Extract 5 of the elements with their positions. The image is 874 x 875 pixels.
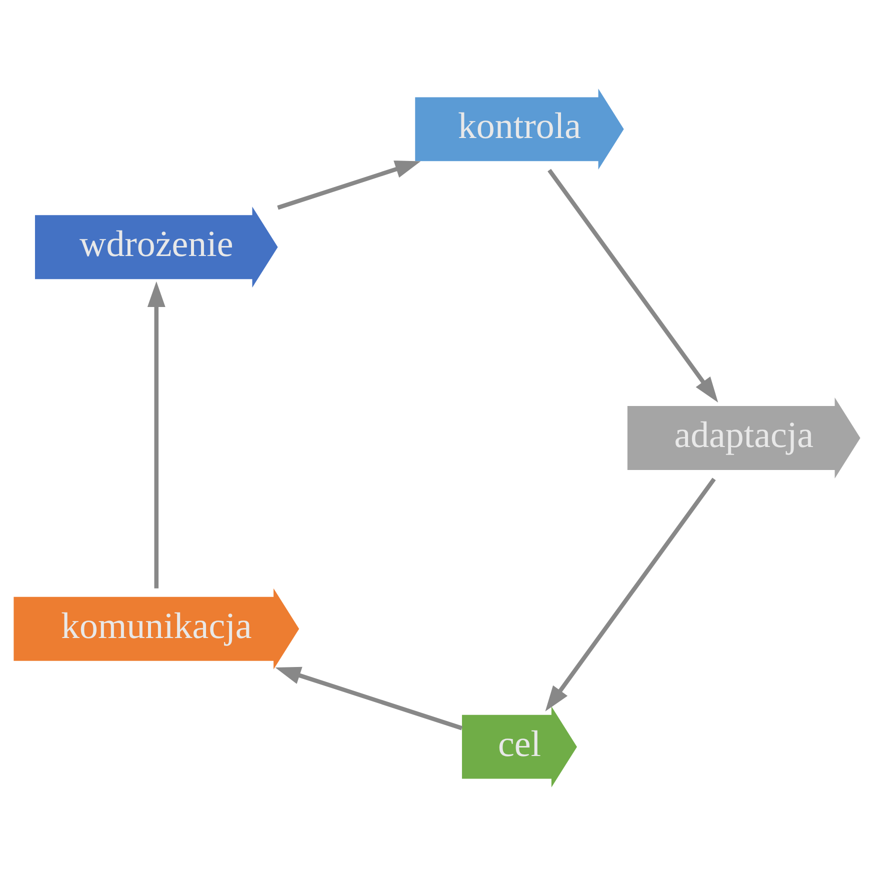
arrow xyxy=(275,666,463,730)
arrow xyxy=(545,477,716,711)
arrow xyxy=(147,280,166,588)
arrow xyxy=(548,168,718,402)
arrow xyxy=(277,160,421,210)
